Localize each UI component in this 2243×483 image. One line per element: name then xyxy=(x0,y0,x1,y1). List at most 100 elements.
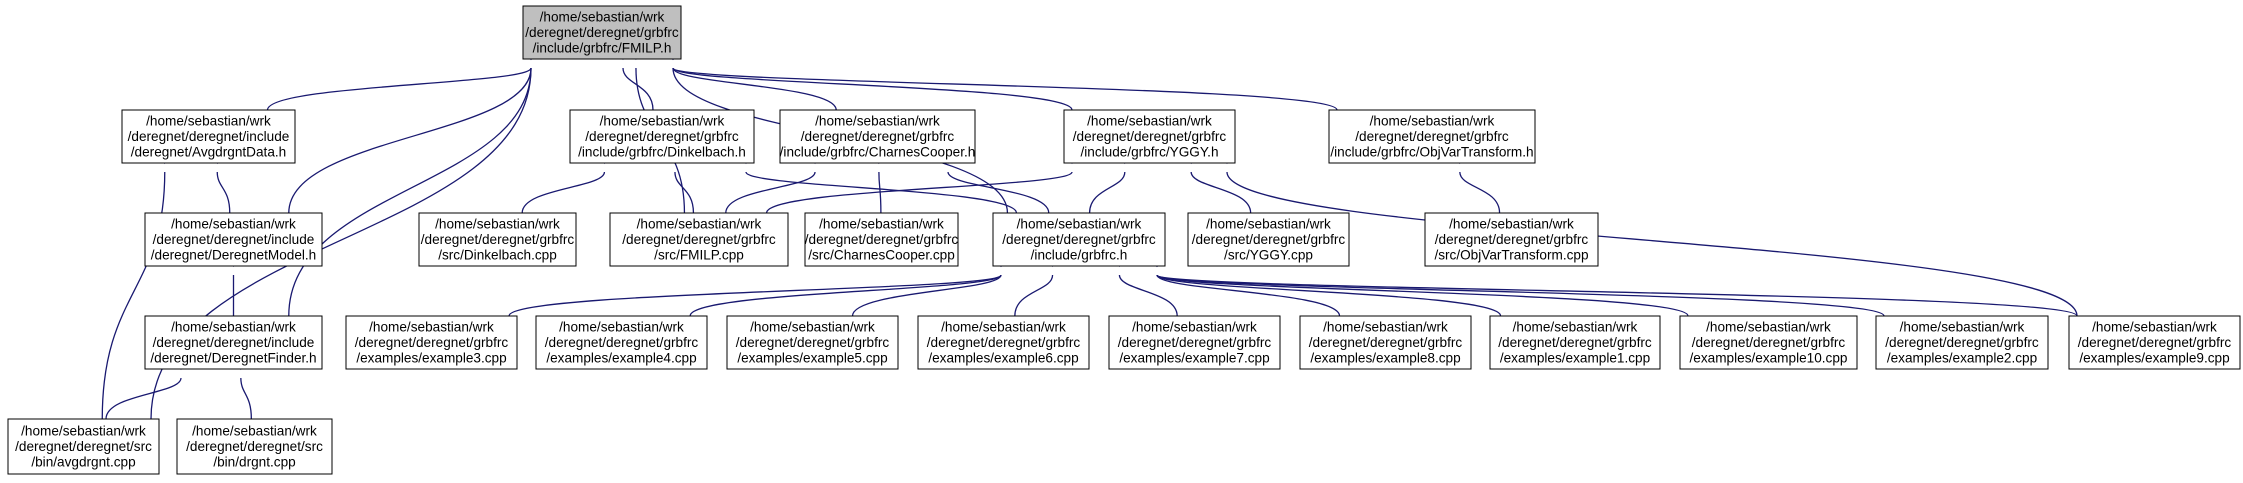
node-dinkelbach_cpp[interactable]: /home/sebastian/wrk/deregnet/deregnet/gr… xyxy=(418,212,577,267)
node-drgnt_cpp[interactable]: /home/sebastian/wrk/deregnet/deregnet/sr… xyxy=(176,418,333,475)
node-example5_cpp[interactable]: /home/sebastian/wrk/deregnet/deregnet/gr… xyxy=(726,315,899,370)
node-label-line: /home/sebastian/wrk xyxy=(21,423,146,438)
node-label-line: /home/sebastian/wrk xyxy=(1017,216,1142,231)
node-label-line: /deregnet/deregnet/src xyxy=(186,439,323,454)
node-label-line: /examples/example1.cpp xyxy=(1500,350,1650,365)
node-example2_cpp[interactable]: /home/sebastian/wrk/deregnet/deregnet/gr… xyxy=(1875,315,2049,370)
node-label-line: /bin/drgnt.cpp xyxy=(213,454,295,469)
node-example10_cpp[interactable]: /home/sebastian/wrk/deregnet/deregnet/gr… xyxy=(1679,315,1858,370)
node-example4_cpp[interactable]: /home/sebastian/wrk/deregnet/deregnet/gr… xyxy=(535,315,708,370)
node-fmilp_cpp[interactable]: /home/sebastian/wrk/deregnet/deregnet/gr… xyxy=(609,212,789,267)
node-label-line: /examples/example9.cpp xyxy=(2079,350,2229,365)
node-label-line: /deregnet/deregnet/grbfrc xyxy=(1309,335,1463,350)
node-objvartransform_h[interactable]: /home/sebastian/wrk/deregnet/deregnet/gr… xyxy=(1328,109,1536,164)
node-label-line: /deregnet/deregnet/include xyxy=(153,335,315,350)
node-label-line: /deregnet/deregnet/grbfrc xyxy=(355,335,509,350)
node-example6_cpp[interactable]: /home/sebastian/wrk/deregnet/deregnet/gr… xyxy=(917,315,1090,370)
node-label-line: /deregnet/deregnet/include xyxy=(128,129,290,144)
node-label-line: /examples/example5.cpp xyxy=(737,350,887,365)
node-label-line: /include/grbfrc/Dinkelbach.h xyxy=(578,144,746,159)
node-label-line: /deregnet/deregnet/grbfrc xyxy=(2078,335,2232,350)
node-example9_cpp[interactable]: /home/sebastian/wrk/deregnet/deregnet/gr… xyxy=(2068,315,2241,370)
node-example1_cpp[interactable]: /home/sebastian/wrk/deregnet/deregnet/gr… xyxy=(1489,315,1661,370)
node-label-line: /deregnet/deregnet/grbfrc xyxy=(585,129,739,144)
node-label-line: /home/sebastian/wrk xyxy=(815,113,940,128)
node-label-line: /deregnet/deregnet/grbfrc xyxy=(622,232,776,247)
node-label-line: /deregnet/deregnet/grbfrc xyxy=(1192,232,1346,247)
node-example3_cpp[interactable]: /home/sebastian/wrk/deregnet/deregnet/gr… xyxy=(345,315,518,370)
node-label-line: /deregnet/deregnet/src xyxy=(15,439,152,454)
node-label-line: /examples/example8.cpp xyxy=(1310,350,1460,365)
node-label-line: /home/sebastian/wrk xyxy=(1513,319,1638,334)
node-label-line: /include/grbfrc.h xyxy=(1031,247,1128,262)
node-yggy_h[interactable]: /home/sebastian/wrk/deregnet/deregnet/gr… xyxy=(1063,109,1236,164)
node-label-line: /home/sebastian/wrk xyxy=(750,319,875,334)
node-label-line: /deregnet/deregnet/grbfrc xyxy=(1002,232,1156,247)
node-label-line: /home/sebastian/wrk xyxy=(1706,319,1831,334)
edge-avgdrgntdata_h-to-fmilp_h xyxy=(266,48,537,111)
node-label-line: /deregnet/deregnet/grbfrc xyxy=(801,129,955,144)
node-yggy_cpp[interactable]: /home/sebastian/wrk/deregnet/deregnet/gr… xyxy=(1187,212,1350,267)
node-label-line: /home/sebastian/wrk xyxy=(369,319,494,334)
node-label-line: /deregnet/deregnet/grbfrc xyxy=(1435,232,1589,247)
node-label-line: /deregnet/deregnet/grbfrc xyxy=(1118,335,1272,350)
node-label-line: /src/YGGY.cpp xyxy=(1224,247,1313,262)
node-label-line: /home/sebastian/wrk xyxy=(637,216,762,231)
node-label-line: /deregnet/deregnet/grbfrc xyxy=(805,232,959,247)
node-grbfrc_h[interactable]: /home/sebastian/wrk/deregnet/deregnet/gr… xyxy=(992,212,1166,267)
node-label-line: /home/sebastian/wrk xyxy=(171,319,296,334)
node-label-line: /examples/example4.cpp xyxy=(546,350,696,365)
node-label-line: /home/sebastian/wrk xyxy=(1323,319,1448,334)
node-objvartransform_cpp[interactable]: /home/sebastian/wrk/deregnet/deregnet/gr… xyxy=(1424,212,1599,267)
node-deregnetfinder_h[interactable]: /home/sebastian/wrk/deregnet/deregnet/in… xyxy=(144,315,323,370)
node-label-line: /deregnet/deregnet/grbfrc xyxy=(1498,335,1652,350)
node-label-line: /src/CharnesCooper.cpp xyxy=(808,247,955,262)
node-label-line: /examples/example3.cpp xyxy=(356,350,506,365)
node-label-line: /deregnet/DeregnetModel.h xyxy=(151,247,317,262)
node-label-line: /deregnet/deregnet/include xyxy=(153,232,315,247)
node-label-line: /deregnet/DeregnetFinder.h xyxy=(150,350,316,365)
node-fmilp_h[interactable]: /home/sebastian/wrk/deregnet/deregnet/gr… xyxy=(522,5,682,60)
edge-example9_cpp-to-yggy_h xyxy=(1221,152,2078,317)
node-label-line: /home/sebastian/wrk xyxy=(1132,319,1257,334)
node-label-line: /home/sebastian/wrk xyxy=(171,216,296,231)
node-label-line: /examples/example6.cpp xyxy=(928,350,1078,365)
node-label-line: /home/sebastian/wrk xyxy=(2092,319,2217,334)
node-label-line: /deregnet/deregnet/grbfrc xyxy=(421,232,575,247)
node-label-line: /home/sebastian/wrk xyxy=(435,216,560,231)
node-label-line: /home/sebastian/wrk xyxy=(1206,216,1331,231)
node-label-line: /src/FMILP.cpp xyxy=(654,247,744,262)
node-charnescooper_cpp[interactable]: /home/sebastian/wrk/deregnet/deregnet/gr… xyxy=(804,212,959,267)
node-label-line: /include/grbfrc/FMILP.h xyxy=(533,40,672,55)
node-avgdrgnt_cpp[interactable]: /home/sebastian/wrk/deregnet/deregnet/sr… xyxy=(7,418,160,475)
node-example8_cpp[interactable]: /home/sebastian/wrk/deregnet/deregnet/gr… xyxy=(1299,315,1472,370)
node-avgdrgntdata_h[interactable]: /home/sebastian/wrk/deregnet/deregnet/in… xyxy=(121,109,296,164)
edge-avgdrgnt_cpp-to-avgdrgntdata_h xyxy=(101,152,171,420)
node-label-line: /include/grbfrc/ObjVarTransform.h xyxy=(1330,144,1533,159)
node-label-line: /include/grbfrc/CharnesCooper.h xyxy=(780,144,976,159)
node-label-line: /deregnet/deregnet/grbfrc xyxy=(525,25,679,40)
node-label-line: /home/sebastian/wrk xyxy=(1087,113,1212,128)
node-label-line: /src/ObjVarTransform.cpp xyxy=(1434,247,1588,262)
node-label-line: /include/grbfrc/YGGY.h xyxy=(1080,144,1218,159)
nodes-layer: /home/sebastian/wrk/deregnet/deregnet/gr… xyxy=(7,5,2241,475)
node-example7_cpp[interactable]: /home/sebastian/wrk/deregnet/deregnet/gr… xyxy=(1108,315,1281,370)
node-label-line: /deregnet/deregnet/grbfrc xyxy=(1073,129,1227,144)
node-label-line: /home/sebastian/wrk xyxy=(819,216,944,231)
edge-deregnetmodel_h-to-fmilp_h xyxy=(288,48,537,214)
node-label-line: /src/Dinkelbach.cpp xyxy=(438,247,557,262)
node-label-line: /home/sebastian/wrk xyxy=(192,423,317,438)
node-dinkelbach_h[interactable]: /home/sebastian/wrk/deregnet/deregnet/gr… xyxy=(569,109,755,164)
node-label-line: /deregnet/AvgdrgntData.h xyxy=(131,144,286,159)
node-label-line: /home/sebastian/wrk xyxy=(1900,319,2025,334)
node-charnescooper_h[interactable]: /home/sebastian/wrk/deregnet/deregnet/gr… xyxy=(779,109,976,164)
node-label-line: /home/sebastian/wrk xyxy=(146,113,271,128)
node-label-line: /bin/avgdrgnt.cpp xyxy=(31,454,135,469)
node-label-line: /deregnet/deregnet/grbfrc xyxy=(1885,335,2039,350)
node-deregnetmodel_h[interactable]: /home/sebastian/wrk/deregnet/deregnet/in… xyxy=(144,212,323,267)
node-label-line: /deregnet/deregnet/grbfrc xyxy=(545,335,699,350)
node-label-line: /deregnet/deregnet/grbfrc xyxy=(927,335,1081,350)
edge-yggy_h-to-fmilp_h xyxy=(667,48,1073,111)
node-label-line: /deregnet/deregnet/grbfrc xyxy=(1355,129,1509,144)
